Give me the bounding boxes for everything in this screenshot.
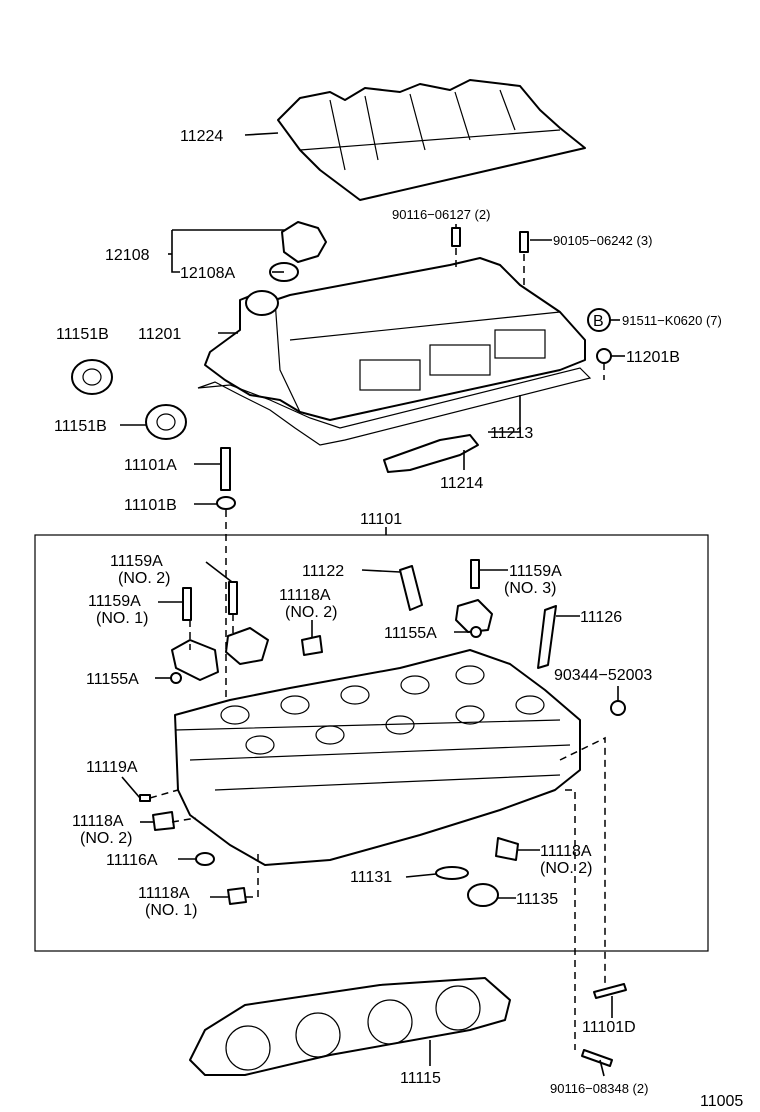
plug-11116a bbox=[195, 852, 215, 866]
label-11135: 11135 bbox=[516, 891, 558, 908]
diagram-code: 11005 bbox=[700, 1093, 743, 1110]
leader-11119a bbox=[121, 776, 141, 799]
label-11118a-l: 11118A bbox=[72, 813, 124, 830]
pin-11155a-left bbox=[170, 672, 182, 684]
label-no3: (NO. 3) bbox=[504, 580, 556, 597]
cam-cap-mid bbox=[225, 627, 269, 665]
plug-tube-11126 bbox=[537, 605, 557, 669]
label-no2-a: (NO. 2) bbox=[118, 570, 170, 587]
label-11126: 11126 bbox=[580, 609, 622, 626]
leader-11159a-no2 bbox=[205, 561, 233, 583]
label-no1-a: (NO. 1) bbox=[96, 610, 148, 627]
bolt-11159a-no1 bbox=[182, 587, 192, 621]
label-11224: 11224 bbox=[180, 128, 223, 145]
label-no2-d: (NO. 2) bbox=[540, 860, 592, 877]
stud-bolt bbox=[451, 227, 461, 247]
label-11115: 11115 bbox=[400, 1070, 441, 1087]
label-no1-b: (NO. 1) bbox=[145, 902, 197, 919]
label-11213: 11213 bbox=[490, 425, 533, 442]
plug-tube bbox=[399, 565, 423, 611]
seal-11135 bbox=[467, 883, 499, 907]
align-plug-l bbox=[171, 817, 197, 823]
label-11151b-b: 11151B bbox=[54, 418, 107, 435]
bracket-12108 bbox=[171, 230, 180, 273]
head-gasket bbox=[189, 977, 511, 1076]
label-90116-06127: 90116−06127 (2) bbox=[392, 207, 490, 222]
label-11118a-r: 11118A bbox=[540, 843, 592, 860]
leader-11224 bbox=[244, 132, 279, 136]
label-11101b: 11101B bbox=[124, 497, 177, 514]
cam-seal-upper bbox=[71, 359, 113, 395]
label-11201: 11201 bbox=[138, 326, 181, 343]
label-11116a: 11116A bbox=[106, 852, 158, 869]
cam-seal-lower bbox=[145, 404, 187, 440]
cover-nut bbox=[596, 348, 612, 364]
plug-11118a-top bbox=[301, 635, 323, 656]
engine-cover bbox=[277, 79, 586, 201]
plug-11118a-left bbox=[152, 811, 175, 831]
label-11151b-a: 11151B bbox=[56, 326, 109, 343]
cam-cap-right bbox=[455, 599, 493, 633]
cylinder-head-detail-box bbox=[34, 534, 709, 952]
cylinder-head bbox=[174, 649, 581, 866]
plug-tube-gasket bbox=[383, 434, 479, 473]
label-11101: 11101 bbox=[360, 511, 402, 528]
label-11159a-no1: 11159A bbox=[88, 593, 141, 610]
plug-11118a-no1 bbox=[227, 887, 247, 905]
label-11155a-r: 11155A bbox=[384, 625, 437, 642]
pin-11155a-right bbox=[470, 626, 482, 638]
align-plug-no1 bbox=[246, 850, 259, 898]
label-90116-08348: 90116−08348 (2) bbox=[550, 1081, 648, 1096]
align-pin bbox=[149, 789, 179, 799]
cam-cap-left bbox=[171, 639, 219, 681]
label-11155a-l: 11155A bbox=[86, 671, 139, 688]
cover-bolt bbox=[519, 231, 529, 253]
label-11119a: 11119A bbox=[86, 759, 138, 776]
pin-11119a bbox=[139, 794, 151, 802]
label-11159a-no2: 11159A bbox=[110, 553, 163, 570]
align-stud-11101d bbox=[559, 736, 606, 985]
label-no2-c: (NO. 2) bbox=[80, 830, 132, 847]
label-90344: 90344−52003 bbox=[554, 667, 652, 684]
label-12108a: 12108A bbox=[180, 265, 235, 282]
valve-cover bbox=[204, 257, 586, 421]
head-bolt bbox=[220, 447, 231, 491]
leader-11213 bbox=[488, 395, 521, 433]
stud-11101d bbox=[593, 983, 627, 999]
nut-90344 bbox=[610, 700, 626, 716]
label-circle-b: B bbox=[593, 313, 604, 330]
label-11214: 11214 bbox=[440, 475, 483, 492]
label-11122: 11122 bbox=[302, 563, 344, 580]
label-11201b: 11201B bbox=[626, 349, 680, 366]
label-91511: 91511−K0620 (7) bbox=[622, 313, 722, 328]
label-11118a-b: 11118A bbox=[138, 885, 190, 902]
leader-11131 bbox=[405, 873, 437, 878]
valve-cover-gasket bbox=[197, 367, 592, 446]
oil-filler-cap bbox=[269, 221, 327, 282]
head-bolt-washer bbox=[216, 496, 236, 510]
ring-11131 bbox=[435, 866, 469, 880]
stud-90116-08348 bbox=[581, 1049, 613, 1067]
bolt-11159a-no2 bbox=[228, 581, 238, 615]
label-no2-b: (NO. 2) bbox=[285, 604, 337, 621]
bolt-11159a-no3 bbox=[470, 559, 480, 589]
leader-11122 bbox=[361, 569, 401, 573]
label-11101d: 11101D bbox=[582, 1019, 636, 1036]
align-stud-90116 bbox=[565, 789, 576, 1050]
label-11101a: 11101A bbox=[124, 457, 177, 474]
plug-11118a-right bbox=[495, 837, 519, 861]
label-12108: 12108 bbox=[105, 247, 150, 264]
label-90105-06242: 90105−06242 (3) bbox=[553, 233, 652, 248]
leader-90116-08348 bbox=[599, 1059, 605, 1077]
label-11131: 11131 bbox=[350, 869, 392, 886]
label-11159a-no3: 11159A bbox=[509, 563, 562, 580]
label-11118a-top: 11118A bbox=[279, 587, 331, 604]
